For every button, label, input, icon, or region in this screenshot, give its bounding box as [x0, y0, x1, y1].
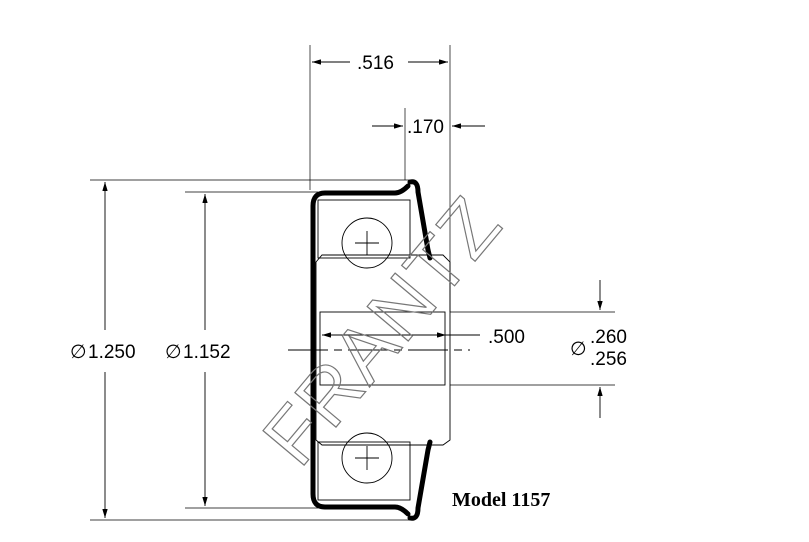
dimension-labels: .516 .170 ∅ 1.250 ∅ 1.152 .500 ∅ .260 .2… — [70, 53, 627, 370]
dim-bore-diameter-max: .260 — [590, 327, 627, 348]
dim-bore-length: .500 — [488, 327, 525, 348]
diameter-symbol-3: ∅ — [570, 339, 587, 360]
frantz-watermark: FRANTZ — [246, 180, 519, 481]
dim-inner-housing-diameter: 1.152 — [183, 342, 231, 363]
diameter-symbol-2: ∅ — [165, 342, 182, 363]
model-label: Model 1157 — [452, 489, 550, 511]
dimension-lines — [102, 59, 603, 518]
dim-bore-diameter-min: .256 — [590, 349, 627, 370]
diameter-symbol-1: ∅ — [70, 342, 87, 363]
dim-flange-offset: .170 — [407, 117, 444, 138]
dim-width-overall: .516 — [357, 53, 394, 74]
dim-outer-diameter: 1.250 — [88, 342, 136, 363]
extension-lines — [90, 45, 615, 521]
bearing-section — [310, 179, 451, 521]
